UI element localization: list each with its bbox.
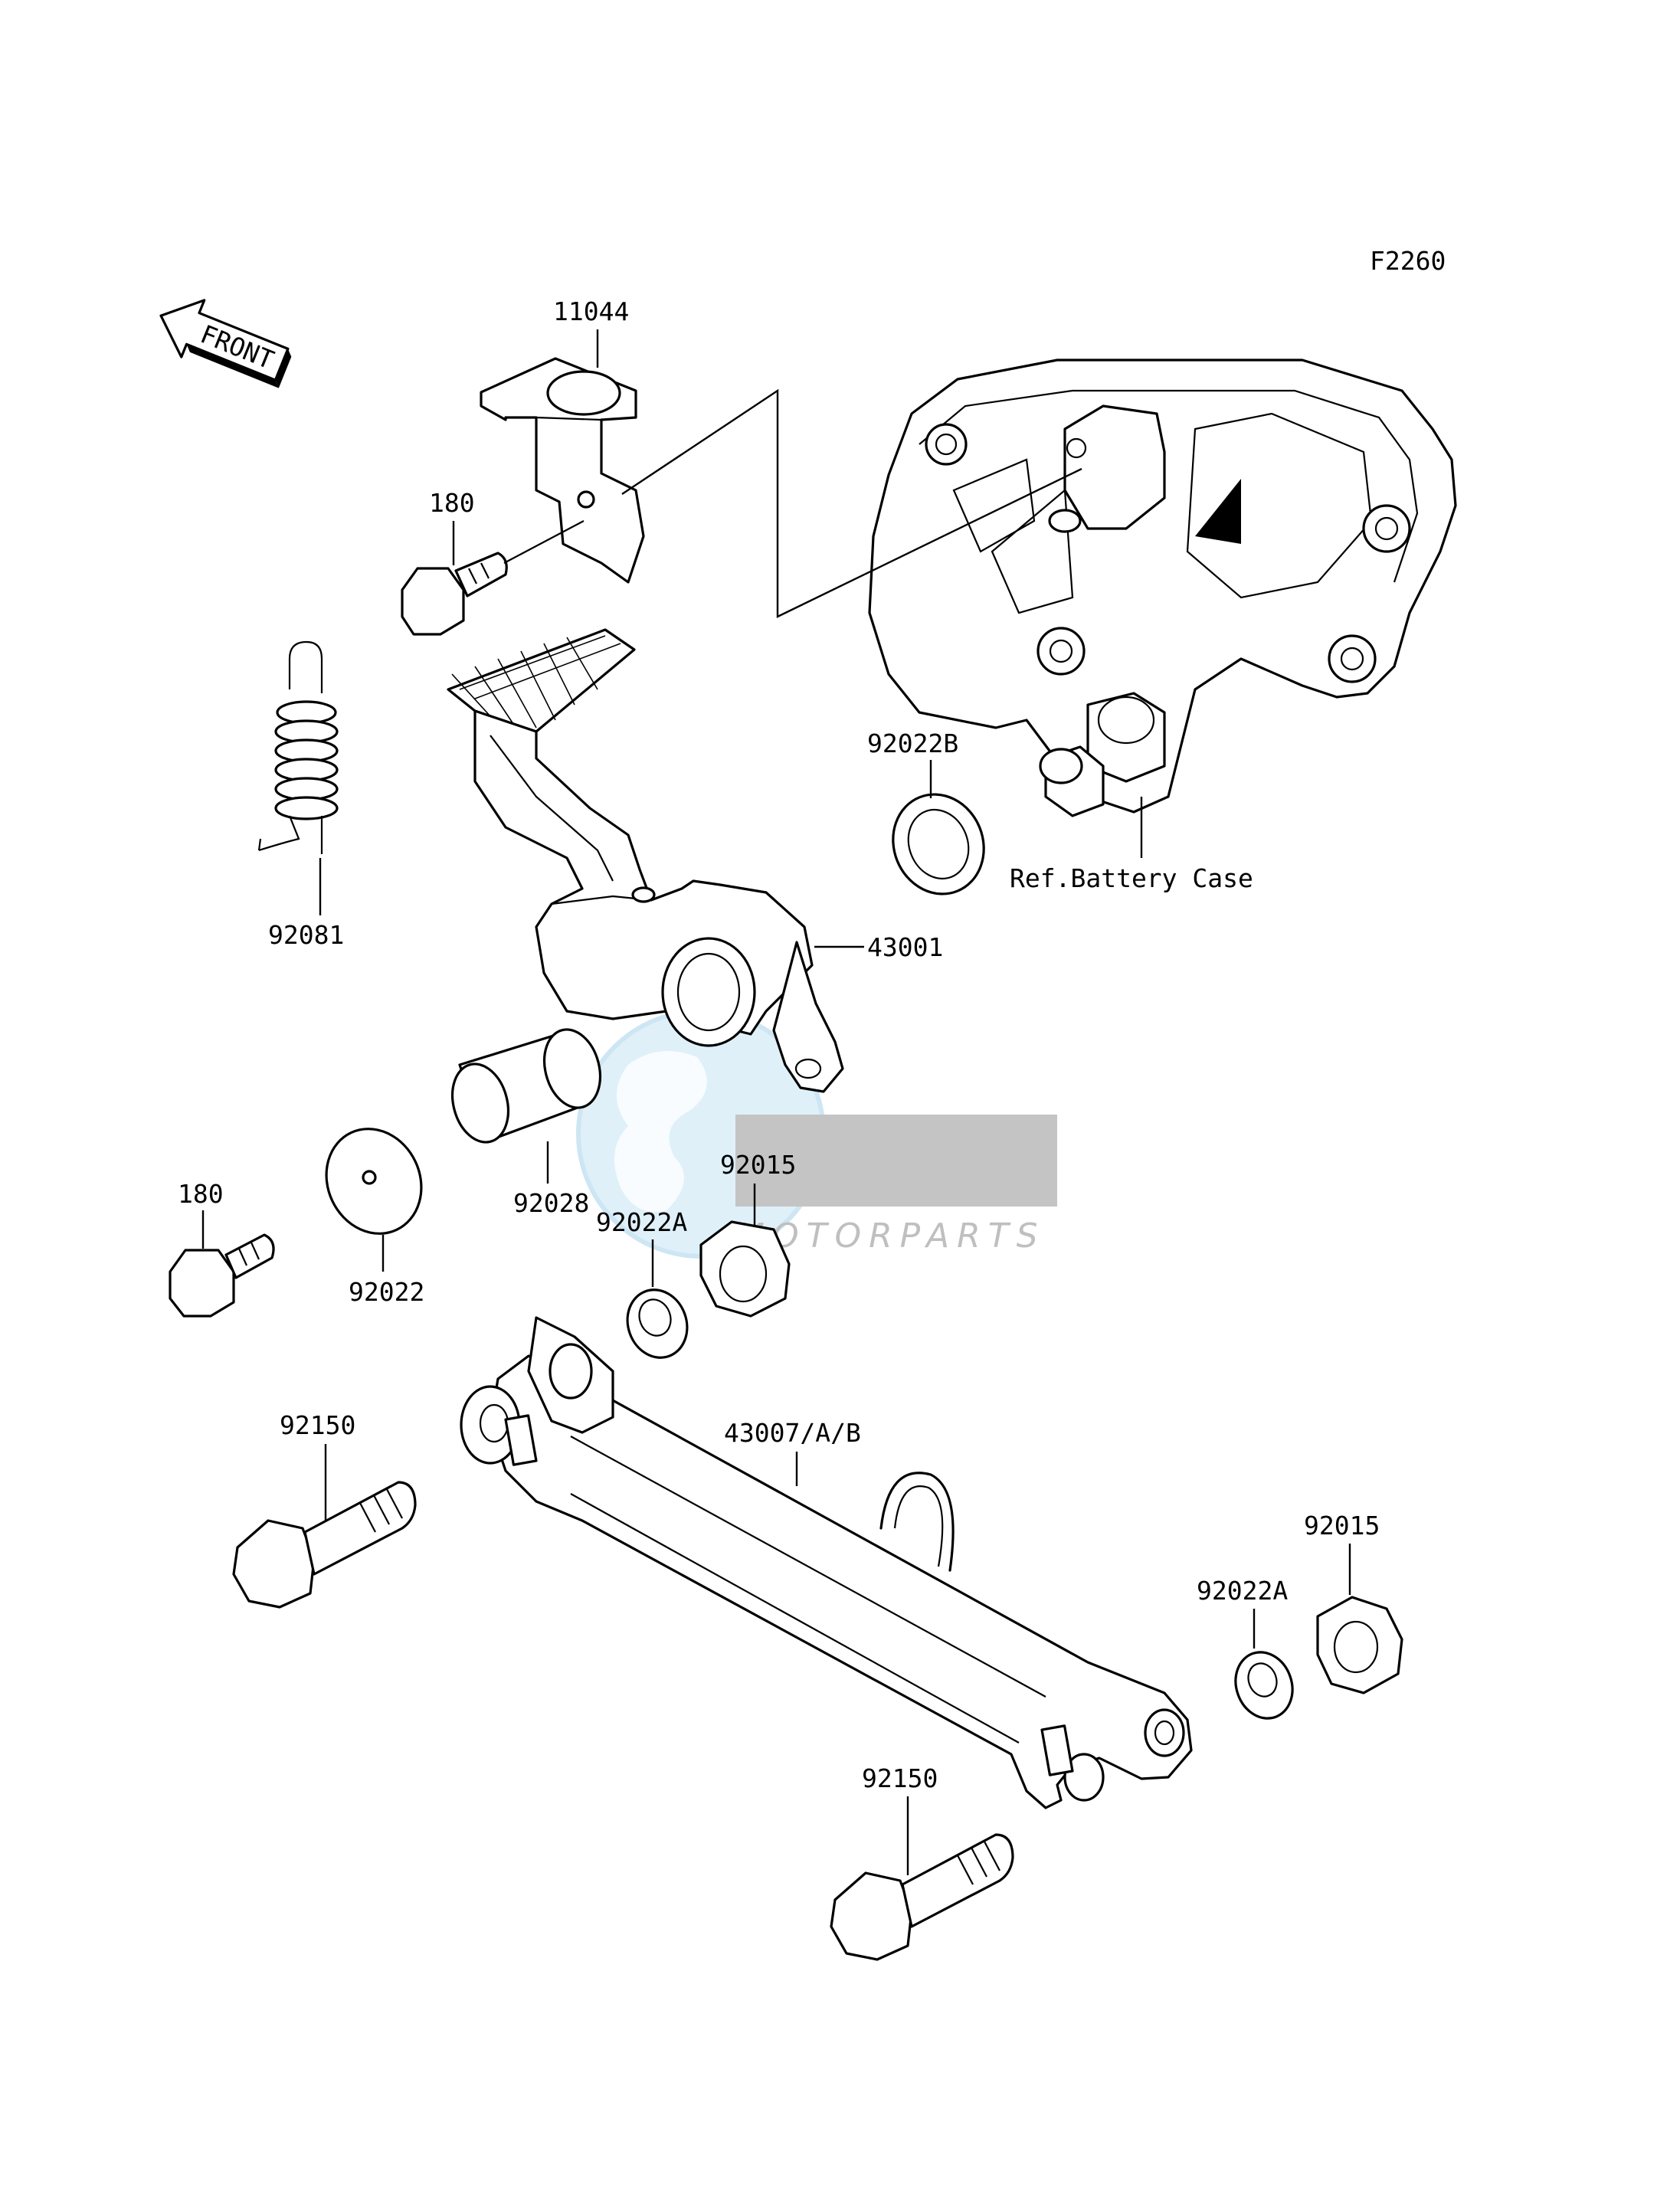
figure-code: F2260 bbox=[1370, 246, 1446, 276]
part-92022B-washer bbox=[892, 793, 985, 895]
bracket-hole bbox=[1328, 634, 1377, 683]
part-11044-bracket bbox=[480, 357, 645, 584]
watermark-brand: osm bbox=[737, 1097, 1004, 1230]
label-43001: 43001 bbox=[867, 932, 943, 962]
part-92015-nut-right bbox=[1316, 1596, 1403, 1694]
label-92022B: 92022B bbox=[867, 729, 958, 758]
part-180-bolt-upper bbox=[401, 552, 508, 636]
part-92150-bolt-bottom bbox=[830, 1833, 1014, 1961]
part-43007-brake-rod bbox=[460, 1316, 1193, 1809]
part-92022A-washer-right bbox=[1234, 1651, 1294, 1720]
part-92150-bolt-left bbox=[232, 1481, 417, 1609]
bracket-hole bbox=[1362, 504, 1411, 553]
ref-battery-case-label: Ref.Battery Case bbox=[1010, 863, 1253, 893]
label-180-upper: 180 bbox=[429, 488, 475, 518]
label-11044: 11044 bbox=[553, 296, 629, 326]
watermark-globe-continents bbox=[614, 1051, 707, 1212]
part-92022-washer bbox=[325, 1128, 423, 1235]
part-92081-spring bbox=[257, 640, 339, 854]
label-92028: 92028 bbox=[513, 1188, 589, 1218]
label-92015-right: 92015 bbox=[1304, 1511, 1380, 1541]
label-92022: 92022 bbox=[349, 1277, 424, 1307]
label-92015-mid: 92015 bbox=[720, 1150, 796, 1180]
label-92150-left: 92150 bbox=[280, 1410, 355, 1440]
front-direction-arrow: FRONT bbox=[159, 299, 292, 388]
label-92081: 92081 bbox=[268, 920, 344, 950]
bracket-to-frame-connector bbox=[621, 388, 1082, 618]
label-92022A-right: 92022A bbox=[1197, 1576, 1288, 1606]
part-92015-nut-mid bbox=[699, 1220, 791, 1318]
battery-case-bracket bbox=[868, 359, 1457, 817]
label-92022A-mid: 92022A bbox=[596, 1207, 687, 1237]
part-180-bolt-lower bbox=[169, 1233, 275, 1318]
label-43007: 43007/A/B bbox=[724, 1418, 861, 1448]
label-92150-bottom: 92150 bbox=[862, 1763, 938, 1793]
watermark-subtitle: MOTORPARTS bbox=[735, 1216, 1046, 1256]
part-43001-brake-pedal bbox=[447, 628, 844, 1093]
osm-watermark: osm MOTORPARTS bbox=[576, 1009, 1057, 1259]
part-92028-collar bbox=[451, 1028, 601, 1144]
label-180-lower: 180 bbox=[178, 1179, 224, 1209]
bracket-hole bbox=[1036, 627, 1086, 676]
bracket-hole bbox=[925, 423, 968, 466]
watermark-letter-block bbox=[735, 1115, 1057, 1207]
bolt-180-upper-axis bbox=[503, 520, 585, 564]
part-92022A-washer-mid bbox=[626, 1288, 689, 1359]
